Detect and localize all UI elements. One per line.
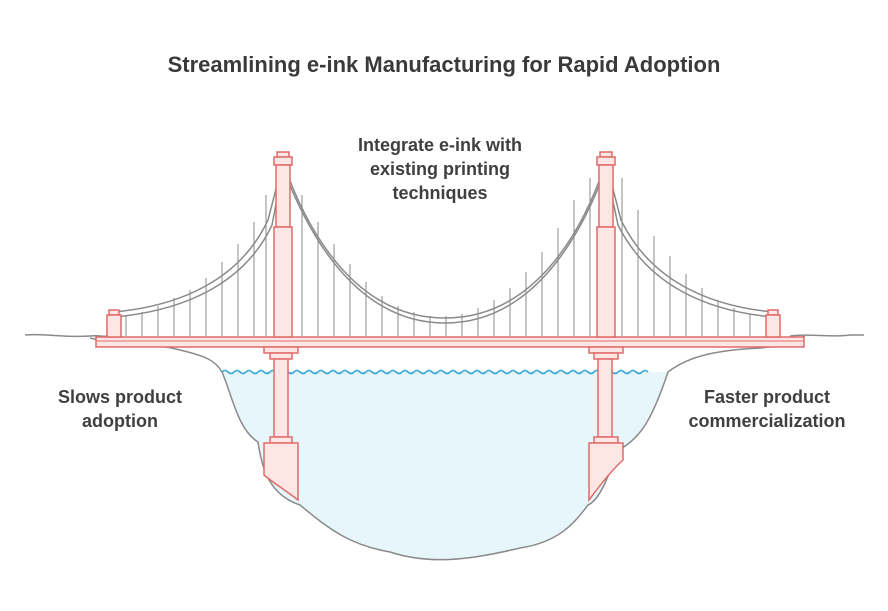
ground-right: [789, 334, 864, 337]
left-label: Slows product adoption: [40, 385, 200, 433]
right-label-line-2: commercialization: [688, 411, 846, 431]
left-label-line-1: Slows product: [57, 387, 182, 407]
center-label: Integrate e-ink with existing printing t…: [320, 133, 560, 205]
bridge-deck: [95, 336, 805, 348]
center-label-line-3: techniques: [392, 183, 488, 203]
right-tower: [588, 151, 624, 503]
right-label-line-1: Faster product: [703, 387, 831, 407]
chasm-water: [222, 372, 668, 560]
suspension-cables: [113, 161, 774, 324]
ground-left: [24, 333, 109, 338]
center-label-line-1: Integrate e-ink with: [357, 135, 523, 155]
hangers: [125, 178, 751, 336]
right-label: Faster product commercialization: [672, 385, 862, 433]
center-label-line-2: existing printing: [369, 159, 510, 179]
left-end-post: [106, 309, 122, 338]
water-waves: [221, 369, 649, 375]
left-label-line-2: adoption: [82, 411, 158, 431]
diagram-title: Streamlining e-ink Manufacturing for Rap…: [167, 52, 721, 77]
left-tower: [263, 151, 299, 502]
right-end-post: [765, 309, 781, 338]
